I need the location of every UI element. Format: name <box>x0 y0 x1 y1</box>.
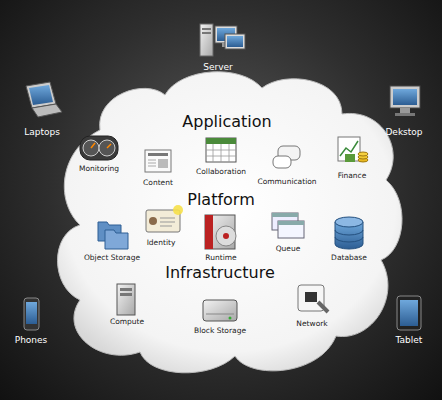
service-label: Finance <box>338 171 367 180</box>
server-icon <box>200 24 245 56</box>
service-label: Network <box>296 319 327 328</box>
laptop-icon <box>26 82 62 117</box>
device-label: Phones <box>15 335 48 345</box>
device-label: Tablet <box>396 335 423 345</box>
service-label: Block Storage <box>194 326 246 335</box>
device-label: Dekstop <box>385 127 422 137</box>
service-label: Content <box>143 178 173 187</box>
service-label: Monitoring <box>79 164 119 173</box>
layer-heading: Infrastructure <box>165 263 274 282</box>
phone-icon <box>24 298 39 330</box>
tablet-icon <box>397 296 421 330</box>
desktop-icon <box>390 86 420 116</box>
service-label: Queue <box>276 244 301 253</box>
layer-heading: Platform <box>187 190 254 209</box>
device-label: Laptops <box>24 127 60 137</box>
service-label: Communication <box>257 177 316 186</box>
service-label: Compute <box>110 317 144 326</box>
service-label: Identity <box>147 238 176 247</box>
layer-heading: Application <box>182 112 271 131</box>
service-label: Runtime <box>205 253 236 262</box>
service-label: Object Storage <box>84 253 140 262</box>
service-label: Database <box>331 253 367 262</box>
device-label: Server <box>203 62 233 72</box>
service-label: Collaboration <box>196 167 246 176</box>
